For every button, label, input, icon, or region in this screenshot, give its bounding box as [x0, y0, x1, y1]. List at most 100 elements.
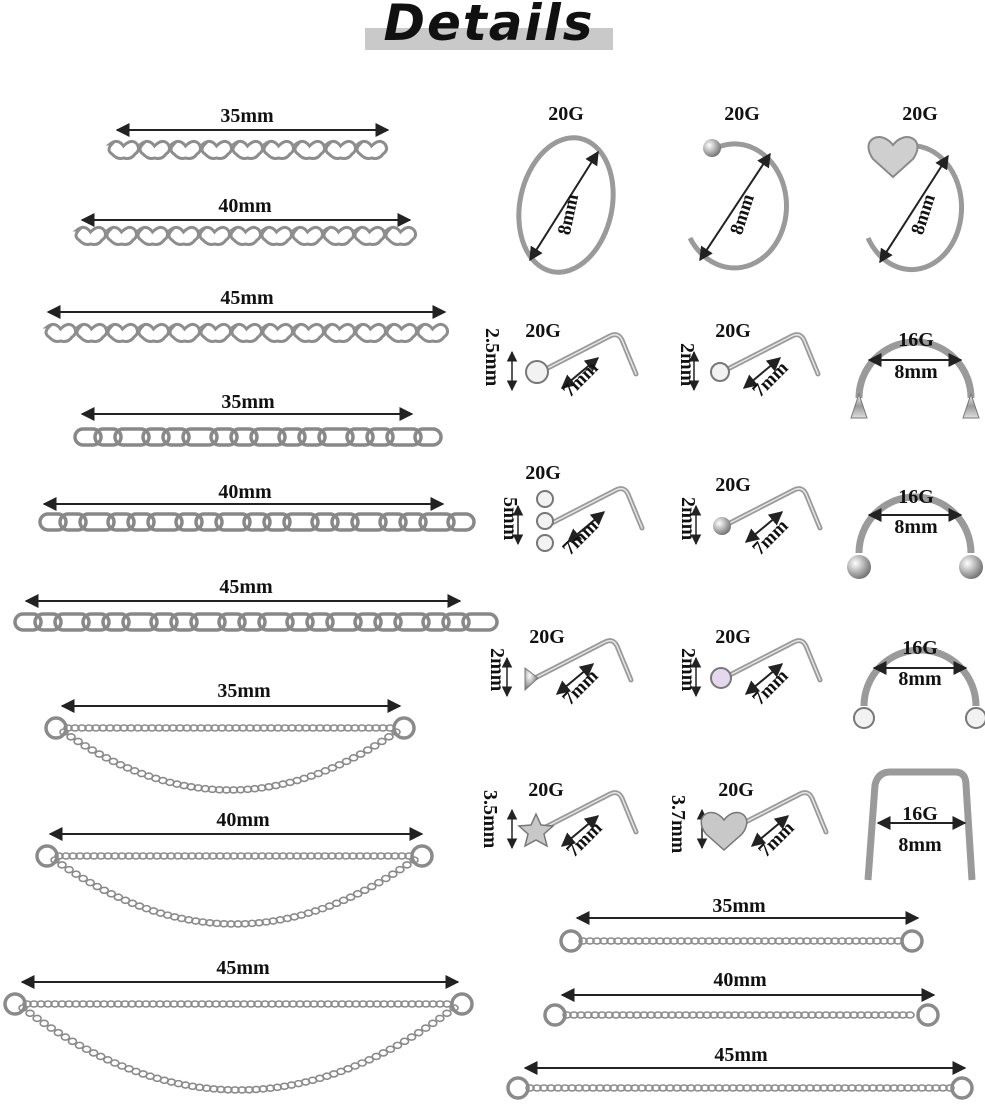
septum-ring-1-gauge: 16G — [898, 329, 934, 351]
link-chain-35 — [73, 427, 443, 447]
triple-crystal-top-1 — [536, 490, 554, 508]
bottom-chain-35-left-ring — [559, 929, 583, 953]
nose-ring-3 — [865, 143, 965, 273]
nose-ring-1 — [516, 135, 616, 275]
bottom-chain-40-strand — [562, 1011, 915, 1019]
nose-ring-2-arrow — [699, 152, 771, 262]
septum-ring-1-end-2 — [962, 392, 980, 419]
bottom-chain-45-left-ring — [506, 1076, 530, 1100]
double-chain-35-sag-strand — [59, 728, 401, 794]
double-chain-45-sag-strand — [18, 1004, 459, 1094]
heart-chain-45-label: 45mm — [220, 287, 274, 309]
triple-crystal-top-2 — [536, 512, 554, 530]
nose-screw-2-length-arrow — [742, 357, 782, 389]
septum-ring-3-diameter: 8mm — [898, 668, 942, 690]
septum-ring-2-diameter: 8mm — [894, 516, 938, 538]
double-chain-40-sag-strand — [50, 856, 419, 928]
cone-top — [524, 666, 539, 692]
heart-chain-35 — [105, 139, 389, 160]
septum-ring-3-end-1 — [853, 707, 875, 729]
septum-retainer — [864, 768, 976, 881]
nose-screw-5-length-arrow — [555, 663, 595, 695]
nose-screw-3-gauge: 20G — [525, 462, 561, 484]
link-chain-35-label: 35mm — [221, 391, 275, 413]
link-chain-40 — [38, 512, 476, 532]
bottom-chain-40-left-ring — [543, 1003, 567, 1027]
septum-ring-4-diameter: 8mm — [898, 834, 942, 856]
nose-ring-2-ball-end — [703, 139, 721, 157]
double-chain-45-label: 45mm — [216, 957, 270, 979]
page-title: Details — [383, 0, 595, 52]
nose-screw-6-length-arrow — [744, 663, 784, 695]
septum-ring-1 — [855, 338, 975, 399]
septum-ring-3 — [860, 646, 980, 707]
septum-ring-3-gauge: 16G — [902, 637, 938, 659]
nose-ring-1-arrow — [529, 150, 599, 262]
nose-screw-7-length-arrow — [560, 815, 600, 847]
double-chain-40-left-ring — [35, 844, 59, 868]
septum-ring-2-end-2 — [959, 555, 983, 579]
crystal-top-2 — [710, 362, 730, 382]
nose-screw-1-length-arrow — [560, 357, 600, 389]
double-chain-40-right-ring — [410, 844, 434, 868]
nose-screw-6-gauge: 20G — [715, 626, 751, 648]
nose-screw-8-gauge: 20G — [718, 779, 754, 801]
heart-chain-40-label: 40mm — [218, 195, 272, 217]
nose-screw-2-top-size: 2mm — [676, 343, 698, 387]
septum-ring-2-end-1 — [847, 555, 871, 579]
nose-screw-7-top-size: 3.5mm — [479, 790, 501, 849]
double-chain-40-straight-strand — [54, 852, 414, 860]
septum-ring-3-end-2 — [965, 707, 985, 729]
nose-screw-4-length-arrow — [744, 511, 784, 543]
nose-screw-5-gauge: 20G — [529, 626, 565, 648]
purple-crystal-top — [710, 667, 732, 689]
nose-ring-3-gauge: 20G — [902, 103, 938, 125]
bottom-chain-45-label: 45mm — [714, 1044, 768, 1066]
nose-ring-2-gauge: 20G — [724, 103, 760, 125]
bottom-chain-40-right-ring — [916, 1003, 940, 1027]
triple-crystal-top-3 — [536, 534, 554, 552]
septum-ring-1-end-1 — [850, 392, 868, 419]
nose-screw-8-length-arrow — [750, 815, 790, 847]
heart-chain-45 — [42, 322, 450, 343]
bottom-chain-35-strand — [578, 937, 903, 945]
bottom-chain-40-label: 40mm — [713, 969, 767, 991]
nose-screw-3-top-size: 5mm — [499, 497, 521, 541]
star-top — [517, 812, 555, 848]
double-chain-40-label: 40mm — [216, 809, 270, 831]
nose-screw-2-gauge: 20G — [715, 320, 751, 342]
nose-screw-5-top-size: 2mm — [486, 648, 508, 692]
double-chain-45-straight-strand — [22, 1000, 452, 1008]
nose-ring-3-heart-top — [867, 136, 919, 179]
title-underline-bar — [365, 28, 613, 50]
bottom-chain-35-right-ring — [900, 929, 924, 953]
double-chain-45-left-ring — [3, 992, 27, 1016]
nose-ring-2 — [687, 141, 789, 271]
nose-screw-1-gauge: 20G — [525, 320, 561, 342]
nose-screw-3-length-arrow — [566, 511, 606, 543]
nose-screw-4-top-size: 2mm — [677, 497, 699, 541]
nose-screw-1-top-size: 2.5mm — [481, 328, 503, 387]
heart-top — [700, 811, 748, 852]
heart-chain-35-label: 35mm — [220, 105, 274, 127]
nose-screw-8-top-size: 3.7mm — [667, 795, 689, 854]
ball-top — [713, 517, 731, 535]
septum-ring-4-gauge: 16G — [902, 803, 938, 825]
nose-screw-4-gauge: 20G — [715, 474, 751, 496]
septum-ring-2 — [855, 493, 975, 554]
crystal-top-1 — [525, 360, 549, 384]
double-chain-35-straight-strand — [63, 724, 395, 732]
link-chain-40-label: 40mm — [218, 481, 272, 503]
bottom-chain-45-strand — [525, 1084, 955, 1092]
link-chain-45-label: 45mm — [219, 576, 273, 598]
double-chain-35-label: 35mm — [217, 680, 271, 702]
septum-ring-1-diameter: 8mm — [894, 361, 938, 383]
double-chain-35-left-ring — [44, 716, 68, 740]
heart-chain-40 — [72, 225, 418, 246]
nose-ring-3-arrow — [879, 154, 949, 264]
double-chain-45-right-ring — [450, 992, 474, 1016]
nose-screw-6-top-size: 2mm — [677, 648, 699, 692]
link-chain-45 — [13, 612, 499, 632]
